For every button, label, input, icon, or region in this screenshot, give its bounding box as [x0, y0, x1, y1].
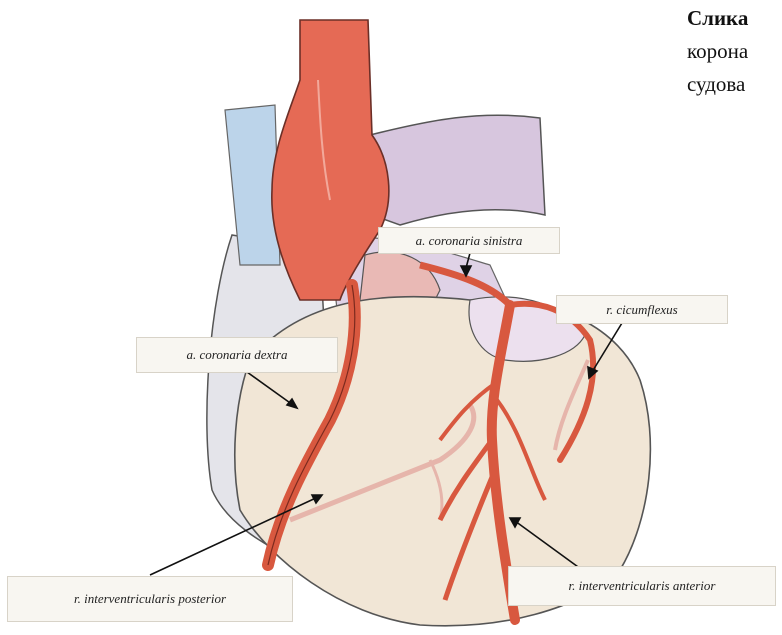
figure-caption: Слика корона судова	[687, 2, 782, 101]
pulmonary-trunk	[370, 115, 545, 225]
label-interventricularis-anterior: r. interventricularis anterior	[508, 566, 776, 606]
caption-line-1: Слика	[687, 2, 782, 35]
caption-line-3: судова	[687, 68, 782, 101]
label-circumflexus: r. cicumflexus	[556, 295, 728, 324]
label-interventricularis-posterior: r. interventricularis posterior	[7, 576, 293, 622]
caption-line-2: корона	[687, 35, 782, 68]
label-coronaria-dextra: a. coronaria dextra	[136, 337, 338, 373]
label-coronaria-sinistra: a. coronaria sinistra	[378, 227, 560, 254]
